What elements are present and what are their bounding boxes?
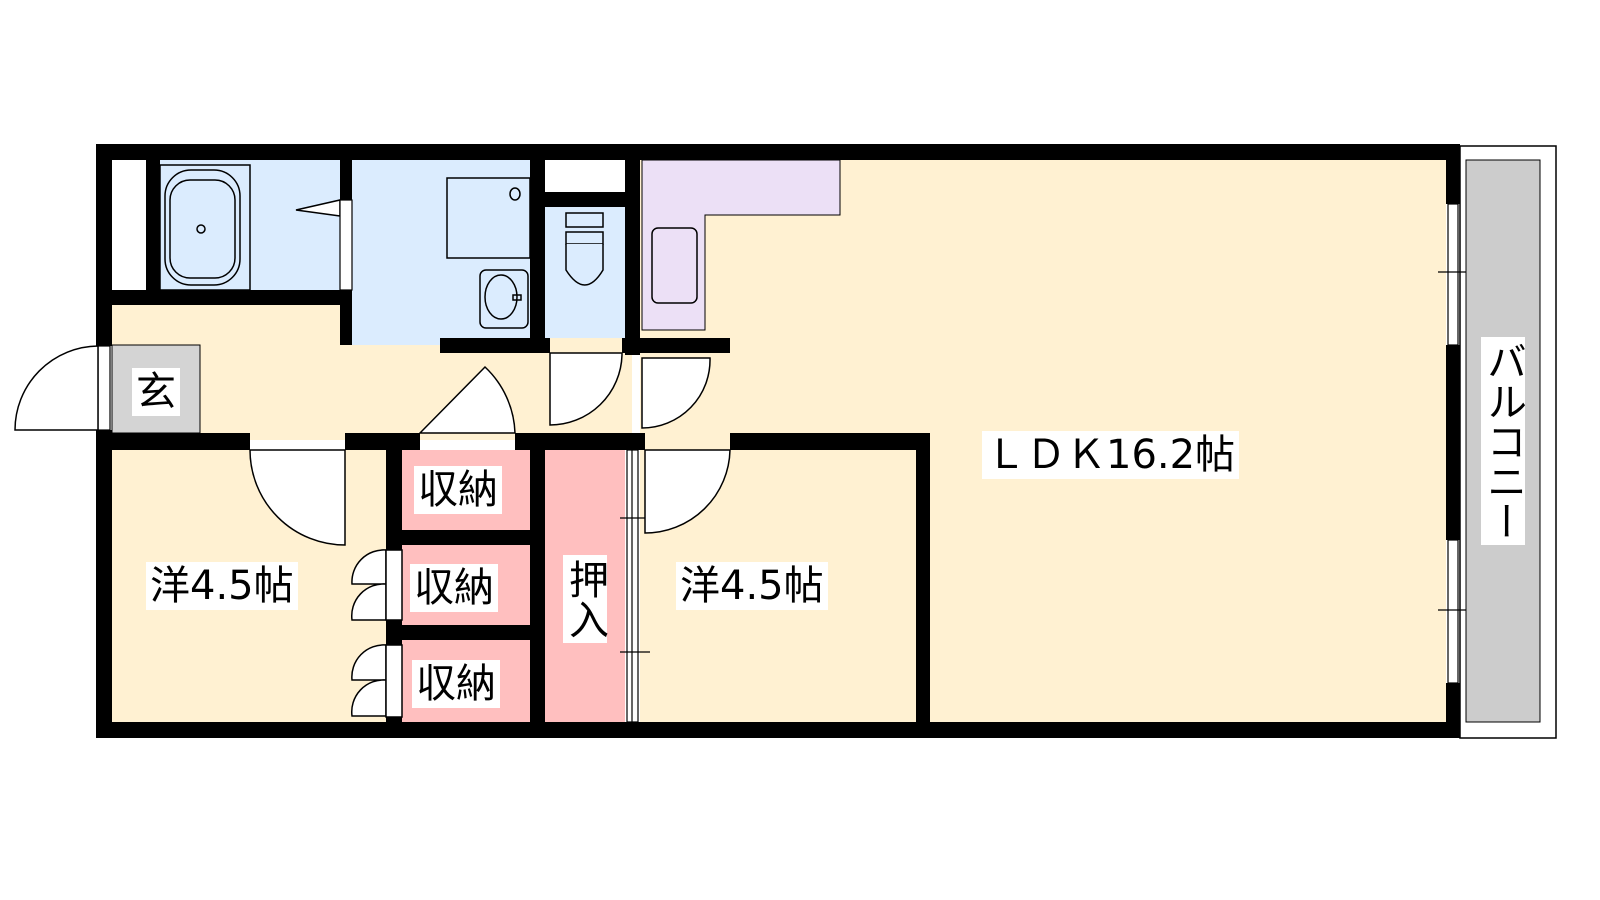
washroom-floor bbox=[352, 160, 530, 345]
walls bbox=[96, 144, 1460, 738]
bathtub-icon bbox=[159, 164, 341, 291]
balcony-label: バルコニー bbox=[1480, 337, 1526, 545]
storage-3-door bbox=[350, 644, 387, 717]
toilet-upper bbox=[545, 160, 625, 192]
ldk-door bbox=[641, 357, 711, 429]
stove-icon bbox=[651, 227, 698, 304]
entrance-label: 玄 bbox=[132, 368, 180, 416]
western-left-label: 洋4.5帖 bbox=[146, 562, 298, 610]
toilet-door bbox=[549, 352, 623, 426]
toilet-icon bbox=[565, 212, 604, 286]
right-room-door bbox=[644, 449, 731, 534]
left-room-door bbox=[249, 449, 346, 546]
storage-3-label: 収納 bbox=[412, 660, 500, 708]
storage-2-door bbox=[350, 549, 387, 621]
entry-door bbox=[14, 345, 99, 431]
left-strip bbox=[112, 160, 146, 290]
hall-door bbox=[418, 365, 516, 434]
closet-label: 押入 bbox=[562, 555, 608, 643]
sink-icon bbox=[479, 269, 529, 329]
windows bbox=[97, 199, 1466, 723]
storage-2-label: 収納 bbox=[410, 564, 498, 612]
doors bbox=[14, 345, 731, 718]
storage-1-label: 収納 bbox=[414, 466, 502, 514]
ldk-label: ＬＤＫ16.2帖 bbox=[982, 431, 1240, 479]
western-right-label: 洋4.5帖 bbox=[676, 562, 828, 610]
